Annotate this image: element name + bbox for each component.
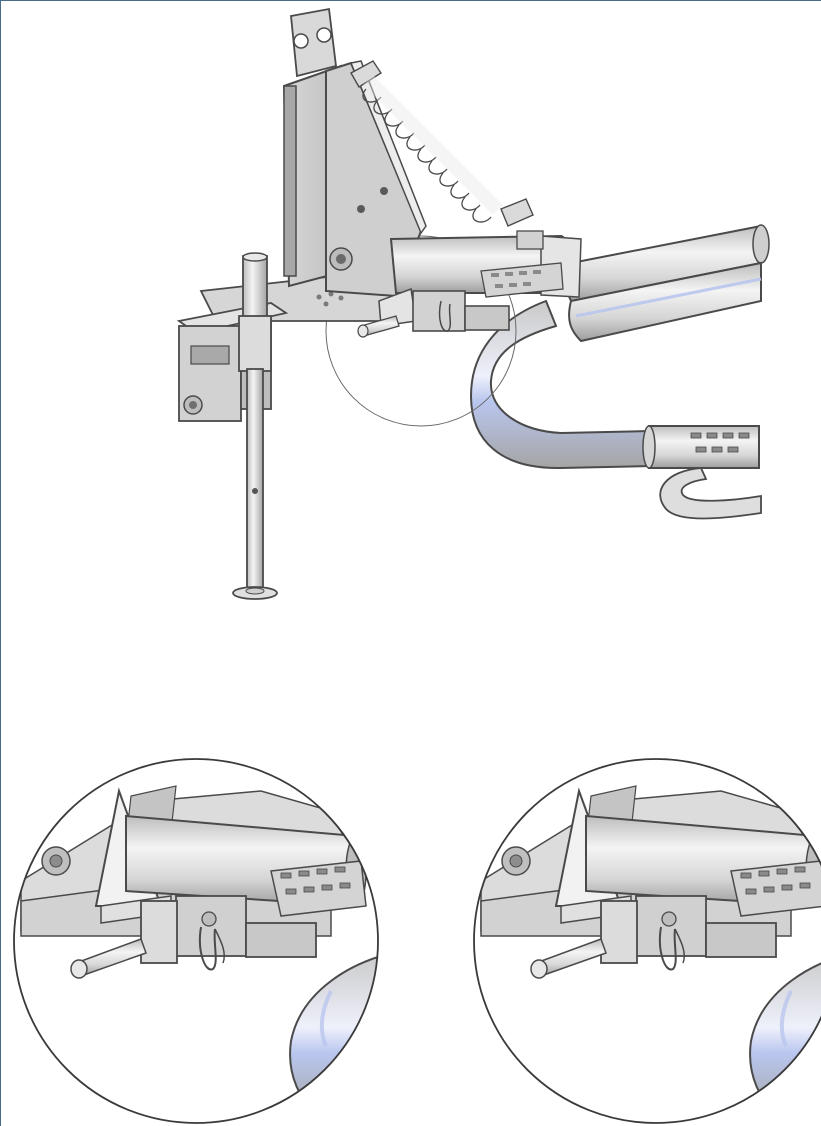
detail-view-left bbox=[13, 758, 379, 1124]
detail-view-right bbox=[473, 758, 821, 1124]
hitch-assembly-with-jack-stand bbox=[176, 7, 770, 600]
